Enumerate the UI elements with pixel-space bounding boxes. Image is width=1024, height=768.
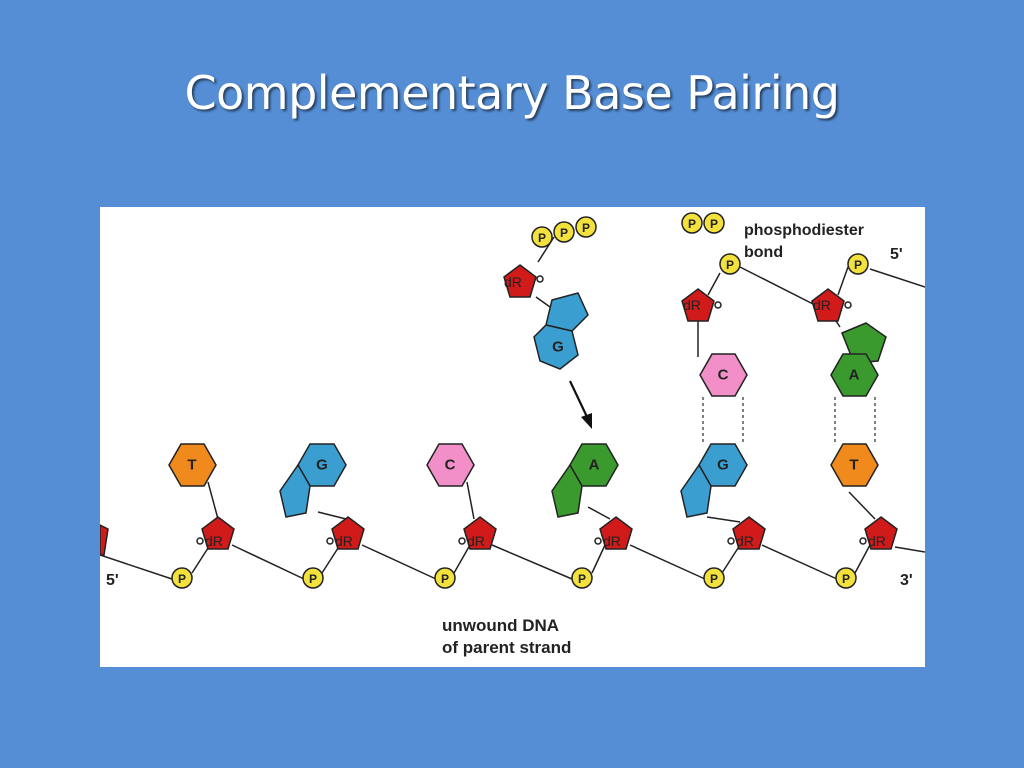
svg-text:dR: dR bbox=[736, 533, 754, 549]
label-unwound-line1: unwound DNA bbox=[442, 616, 559, 635]
base-g-free: G bbox=[533, 292, 589, 370]
phosphate-parent-2: P bbox=[302, 567, 324, 589]
phosphate-parent-1: P bbox=[171, 567, 193, 589]
sugar-new-1: dR bbox=[681, 288, 722, 322]
svg-text:dR: dR bbox=[504, 274, 522, 290]
base-c-1: C bbox=[426, 443, 475, 487]
slide-title: Complementary Base Pairing bbox=[184, 66, 840, 120]
base-a-new: A bbox=[830, 322, 887, 397]
label-phosphodiester: phosphodiester bbox=[744, 222, 864, 239]
svg-text:P: P bbox=[710, 572, 718, 586]
label-3prime-bottom: 3' bbox=[900, 572, 913, 589]
phosphate-free-2: P bbox=[553, 221, 575, 243]
svg-text:dR: dR bbox=[683, 297, 701, 313]
phosphate-free-1: P bbox=[531, 226, 553, 248]
sugar-parent-3: dR bbox=[458, 516, 497, 550]
svg-text:T: T bbox=[187, 457, 196, 474]
svg-text:dR: dR bbox=[467, 533, 485, 549]
sugar-parent-6: dR bbox=[859, 516, 898, 550]
phosphate-new-1: P bbox=[719, 253, 741, 275]
svg-text:P: P bbox=[578, 572, 586, 586]
base-t-1: T bbox=[168, 443, 217, 487]
label-5prime-bottom: 5' bbox=[106, 572, 119, 589]
label-unwound-line2: of parent strand bbox=[442, 638, 571, 657]
label-bond: bond bbox=[744, 244, 783, 261]
label-5prime-top: 5' bbox=[890, 246, 903, 263]
svg-text:P: P bbox=[441, 572, 449, 586]
base-c-new: C bbox=[699, 353, 748, 397]
diagram-panel: T G C A G T dR dR dR bbox=[100, 207, 925, 667]
svg-text:G: G bbox=[717, 457, 729, 474]
phosphate-free-3: P bbox=[575, 216, 597, 238]
svg-text:A: A bbox=[849, 367, 860, 384]
sugar-new-2: dR bbox=[811, 288, 852, 322]
svg-text:P: P bbox=[842, 572, 850, 586]
sugar-parent-4: dR bbox=[594, 516, 633, 550]
svg-text:P: P bbox=[538, 231, 546, 245]
phosphate-new-2: P bbox=[847, 253, 869, 275]
svg-text:A: A bbox=[589, 457, 600, 474]
phosphate-parent-4: P bbox=[571, 567, 593, 589]
svg-text:P: P bbox=[178, 572, 186, 586]
phosphate-released-1: P bbox=[681, 212, 703, 234]
phosphate-parent-5: P bbox=[703, 567, 725, 589]
hydrogen-bonds bbox=[702, 397, 876, 445]
svg-text:dR: dR bbox=[813, 297, 831, 313]
dna-replication-diagram: T G C A G T dR dR dR bbox=[100, 212, 925, 657]
base-g-1: G bbox=[279, 443, 347, 518]
phosphate-parent-6: P bbox=[835, 567, 857, 589]
svg-text:P: P bbox=[726, 258, 734, 272]
base-g-2: G bbox=[680, 443, 748, 518]
sugar-parent-5: dR bbox=[727, 516, 766, 550]
phosphate-parent-3: P bbox=[434, 567, 456, 589]
sugar-parent-2: dR bbox=[326, 516, 365, 550]
arrow-icon bbox=[569, 380, 592, 429]
svg-text:P: P bbox=[710, 217, 718, 231]
svg-text:P: P bbox=[309, 572, 317, 586]
svg-text:P: P bbox=[854, 258, 862, 272]
free-nucleotide: P P P dR G bbox=[503, 216, 597, 370]
svg-text:P: P bbox=[582, 221, 590, 235]
svg-text:dR: dR bbox=[335, 533, 353, 549]
svg-text:T: T bbox=[849, 457, 858, 474]
phosphate-released-2: P bbox=[703, 212, 725, 234]
base-a-1: A bbox=[551, 443, 619, 518]
svg-text:C: C bbox=[445, 457, 456, 474]
base-t-2: T bbox=[830, 443, 879, 487]
parent-backbone bbox=[100, 481, 925, 580]
svg-text:G: G bbox=[552, 339, 564, 356]
svg-text:dR: dR bbox=[205, 533, 223, 549]
partial-sugar-left bbox=[100, 524, 109, 556]
svg-text:C: C bbox=[718, 367, 729, 384]
sugar-free: dR bbox=[503, 264, 544, 298]
svg-text:G: G bbox=[316, 457, 328, 474]
sugar-parent-1: dR bbox=[196, 516, 235, 550]
svg-text:P: P bbox=[560, 226, 568, 240]
svg-text:dR: dR bbox=[868, 533, 886, 549]
svg-text:dR: dR bbox=[603, 533, 621, 549]
svg-text:P: P bbox=[688, 217, 696, 231]
